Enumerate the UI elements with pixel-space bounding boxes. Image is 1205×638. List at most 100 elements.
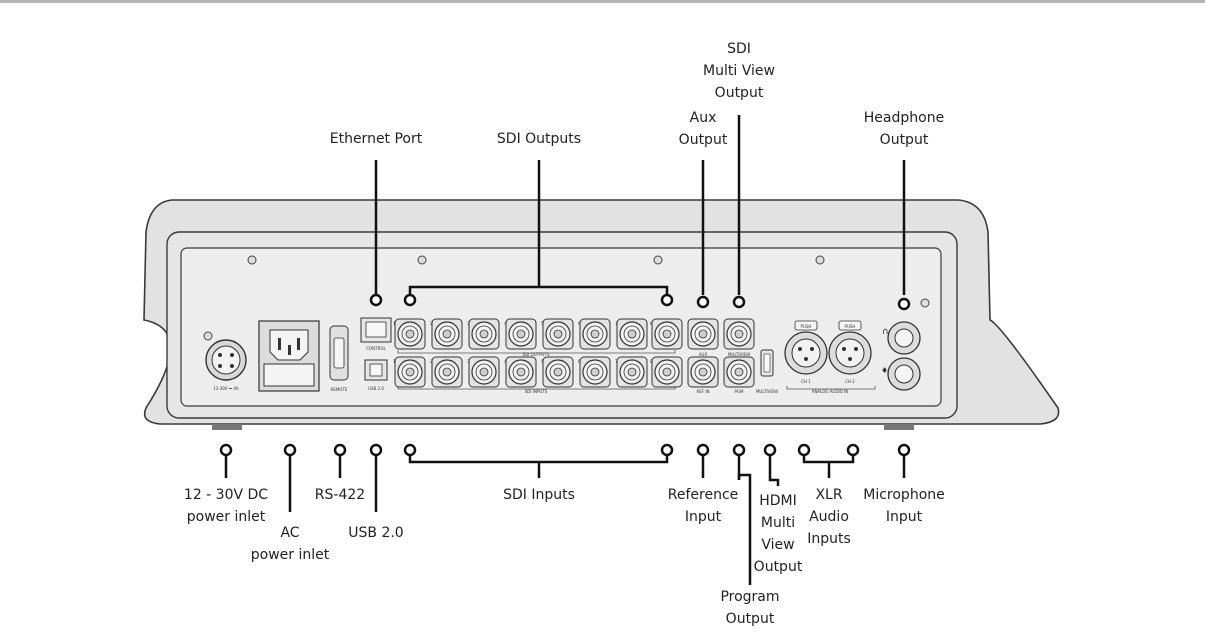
sdi-input-bnc <box>616 356 648 388</box>
callout-dot <box>846 443 860 457</box>
port-number-label: 7 <box>615 321 618 326</box>
ethernet-connector: CONTROL <box>360 317 392 351</box>
push-text-2: PUSH <box>845 324 856 329</box>
multiview-output-bnc <box>723 318 755 350</box>
sdi-output-bnc <box>468 318 500 350</box>
label-sdi-outputs-text: SDI Outputs <box>496 131 582 147</box>
top-divider <box>0 0 1205 3</box>
callout-lines <box>224 115 906 585</box>
sdi-output-bnc <box>542 318 574 350</box>
label-headphone-line1: Headphone <box>863 110 945 126</box>
callout-dot <box>660 293 674 307</box>
label-sdi-mv-line2: Multi View <box>703 63 775 79</box>
label-mic-line2: Input <box>885 509 923 525</box>
label-reference-input: Reference Input <box>658 484 748 528</box>
sdi-input-bnc <box>651 356 683 388</box>
label-hdmi-line1: HDMI <box>759 493 797 509</box>
mic-symbol-icon: ♦ <box>881 366 888 375</box>
label-dc-line2: power inlet <box>186 509 266 525</box>
sdi-output-bnc <box>505 318 537 350</box>
sdi-input-bnc <box>542 356 574 388</box>
screws <box>203 255 930 341</box>
label-dc-power-inlet: 12 - 30V DC power inlet <box>166 484 286 528</box>
analog-audio-text: ANALOG AUDIO IN <box>812 389 849 394</box>
sdi-output-bnc <box>616 318 648 350</box>
callout-dot <box>897 443 911 457</box>
port-number-label: 1 <box>393 359 396 364</box>
label-hdmi-line2: Multi <box>760 515 796 531</box>
headphone-symbol-icon: ∩ <box>882 327 889 337</box>
label-mic-line1: Microphone <box>863 487 945 503</box>
callout-dot <box>797 443 811 457</box>
callout-dot <box>732 443 746 457</box>
label-xlr-line2: Audio <box>809 509 849 525</box>
label-ethernet-port: Ethernet Port <box>316 128 436 150</box>
port-number-label: 3 <box>467 321 470 326</box>
label-sdi-inputs: SDI Inputs <box>479 484 599 506</box>
microphone-jack: ♦ <box>881 357 921 391</box>
headphone-jack: ∩ <box>882 321 921 355</box>
usb-connector: USB 2.0 <box>364 359 388 391</box>
dc-power-connector: 12-30V ⎓ 4A <box>205 339 247 391</box>
label-hdmi-line3: View <box>761 537 795 553</box>
port-number-label: 4 <box>504 359 507 364</box>
hdmi-panel-text: MULTIVIEW <box>756 389 778 394</box>
sdi-input-bnc <box>394 356 426 388</box>
sdi-output-bnc <box>431 318 463 350</box>
label-sdi-inputs-text: SDI Inputs <box>503 487 575 503</box>
power-rating-text: 12-30V ⎓ 4A <box>213 386 239 391</box>
sdi-inputs-panel-text: SDI INPUTS <box>525 389 548 394</box>
port-number-label: 5 <box>541 359 544 364</box>
label-xlr-line3: Inputs <box>807 531 851 547</box>
callout-dot <box>333 443 347 457</box>
label-hdmi-line4: Output <box>753 559 803 575</box>
sdi-output-bnc <box>651 318 683 350</box>
ch1-text: CH 1 <box>801 379 811 384</box>
hdmi-connector: MULTIVIEW <box>756 349 778 394</box>
label-sdi-multiview-output: SDI Multi View Output <box>694 38 784 104</box>
usb-panel-text: USB 2.0 <box>368 386 384 391</box>
port-number-label: 2 <box>430 359 433 364</box>
label-ac-power-inlet: AC power inlet <box>238 522 342 566</box>
label-dc-line1: 12 - 30V DC <box>183 487 269 503</box>
multiview-panel-text: MULTIVIEW <box>728 352 750 357</box>
label-xlr-audio-inputs: XLR Audio Inputs <box>794 484 864 550</box>
callout-dot <box>219 443 233 457</box>
label-headphone-output: Headphone Output <box>849 107 959 151</box>
port-number-label: 5 <box>541 321 544 326</box>
remote-text: REMOTE <box>331 387 348 392</box>
ref-in-panel-text: REF IN <box>696 389 709 394</box>
reference-input-bnc <box>687 356 719 388</box>
sdi-input-bnc <box>468 356 500 388</box>
label-aux-line2: Output <box>678 132 728 148</box>
aux-panel-text: AUX <box>699 352 708 357</box>
port-number-label: 8 <box>650 359 653 364</box>
port-number-label: 4 <box>504 321 507 326</box>
label-sdi-mv-line1: SDI <box>727 41 751 57</box>
callout-dot <box>732 295 746 309</box>
port-number-label: 8 <box>650 321 653 326</box>
xlr-connector-1: PUSH CH 1 <box>784 320 828 384</box>
aux-output-bnc <box>687 318 719 350</box>
label-reference-line2: Input <box>684 509 722 525</box>
sdi-input-bnc <box>505 356 537 388</box>
label-ac-line2: power inlet <box>250 547 330 563</box>
label-ethernet-text: Ethernet Port <box>329 131 423 147</box>
sdi-outputs-panel-text: SDI OUTPUTS <box>523 352 550 357</box>
callout-dot <box>660 443 674 457</box>
port-number-label: 3 <box>467 359 470 364</box>
label-rs422-text: RS-422 <box>314 487 366 503</box>
callout-dots <box>219 293 911 457</box>
pgm-panel-text: PGM <box>735 389 745 394</box>
callout-dot <box>763 443 777 457</box>
label-ac-line1: AC <box>280 525 300 541</box>
control-text: CONTROL <box>366 346 386 351</box>
label-aux-output: Aux Output <box>663 107 743 151</box>
label-aux-line1: Aux <box>689 110 717 126</box>
label-headphone-line2: Output <box>879 132 929 148</box>
port-number-label: 6 <box>578 321 581 326</box>
label-microphone-input: Microphone Input <box>849 484 959 528</box>
port-number-label: 7 <box>615 359 618 364</box>
sdi-input-bnc <box>579 356 611 388</box>
